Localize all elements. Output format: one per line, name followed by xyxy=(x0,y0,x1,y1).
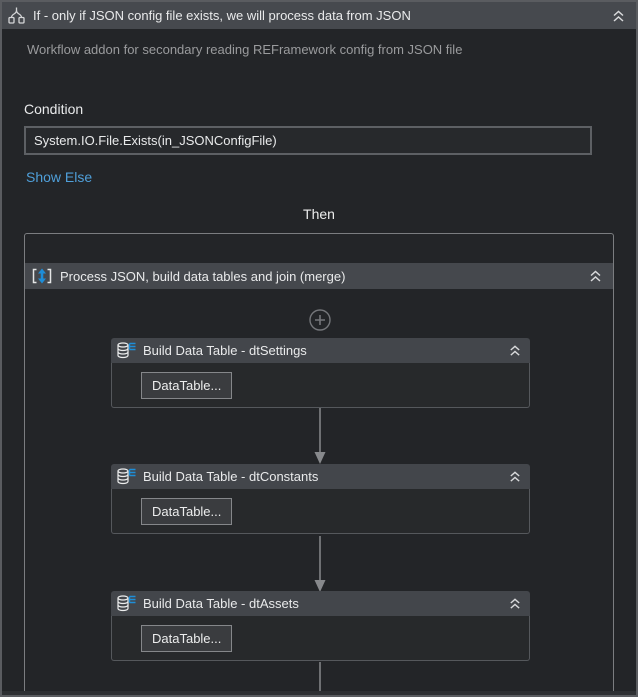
activity-header[interactable]: Build Data Table - dtConstants xyxy=(111,464,530,489)
annotation-text[interactable]: Workflow addon for secondary reading REF… xyxy=(27,42,463,57)
activity-collapse-chevron-icon[interactable] xyxy=(508,597,522,610)
activity-collapse-chevron-icon[interactable] xyxy=(508,344,522,357)
if-branch-icon xyxy=(7,6,26,25)
datatable-editor-button[interactable]: DataTable... xyxy=(141,624,233,652)
sequence-header[interactable]: Process JSON, build data tables and join… xyxy=(25,263,613,289)
if-activity-title: If - only if JSON config file exists, we… xyxy=(33,8,411,23)
collapse-chevron-double-up-icon[interactable] xyxy=(611,9,626,23)
arrow-down-connector xyxy=(312,408,328,469)
build-data-table-activity: Build Data Table - dtSettings DataTable.… xyxy=(111,338,530,408)
activity-title: Build Data Table - dtAssets xyxy=(143,596,299,611)
sequence-collapse-chevron-icon[interactable] xyxy=(588,269,603,283)
if-activity-title-bar[interactable]: If - only if JSON config file exists, we… xyxy=(2,2,636,29)
database-table-icon xyxy=(116,467,137,486)
show-else-link[interactable]: Show Else xyxy=(26,169,93,185)
database-table-icon xyxy=(116,594,137,613)
datatable-editor-button[interactable]: DataTable... xyxy=(141,497,233,525)
then-drop-container: Process JSON, build data tables and join… xyxy=(24,233,614,695)
add-activity-plus-circle-icon[interactable] xyxy=(307,307,333,333)
activity-body: DataTable... xyxy=(111,616,530,661)
activity-collapse-chevron-icon[interactable] xyxy=(508,470,522,483)
activity-body: DataTable... xyxy=(111,363,530,408)
database-table-icon xyxy=(116,341,137,360)
activity-title: Build Data Table - dtConstants xyxy=(143,469,319,484)
activity-title: Build Data Table - dtSettings xyxy=(143,343,307,358)
condition-expression-input[interactable] xyxy=(24,126,592,155)
activity-header[interactable]: Build Data Table - dtAssets xyxy=(111,591,530,616)
build-data-table-activity: Build Data Table - dtAssets DataTable... xyxy=(111,591,530,661)
datatable-editor-button[interactable]: DataTable... xyxy=(141,371,233,399)
build-data-table-activity: Build Data Table - dtConstants DataTable… xyxy=(111,464,530,534)
sequence-brackets-double-arrow-icon xyxy=(31,267,53,285)
sequence-title: Process JSON, build data tables and join… xyxy=(60,268,346,284)
condition-label: Condition xyxy=(24,101,84,117)
arrow-down-connector xyxy=(312,536,328,597)
bottom-edge xyxy=(2,691,636,695)
activity-body: DataTable... xyxy=(111,489,530,534)
then-branch-label: Then xyxy=(303,206,335,222)
activity-header[interactable]: Build Data Table - dtSettings xyxy=(111,338,530,363)
